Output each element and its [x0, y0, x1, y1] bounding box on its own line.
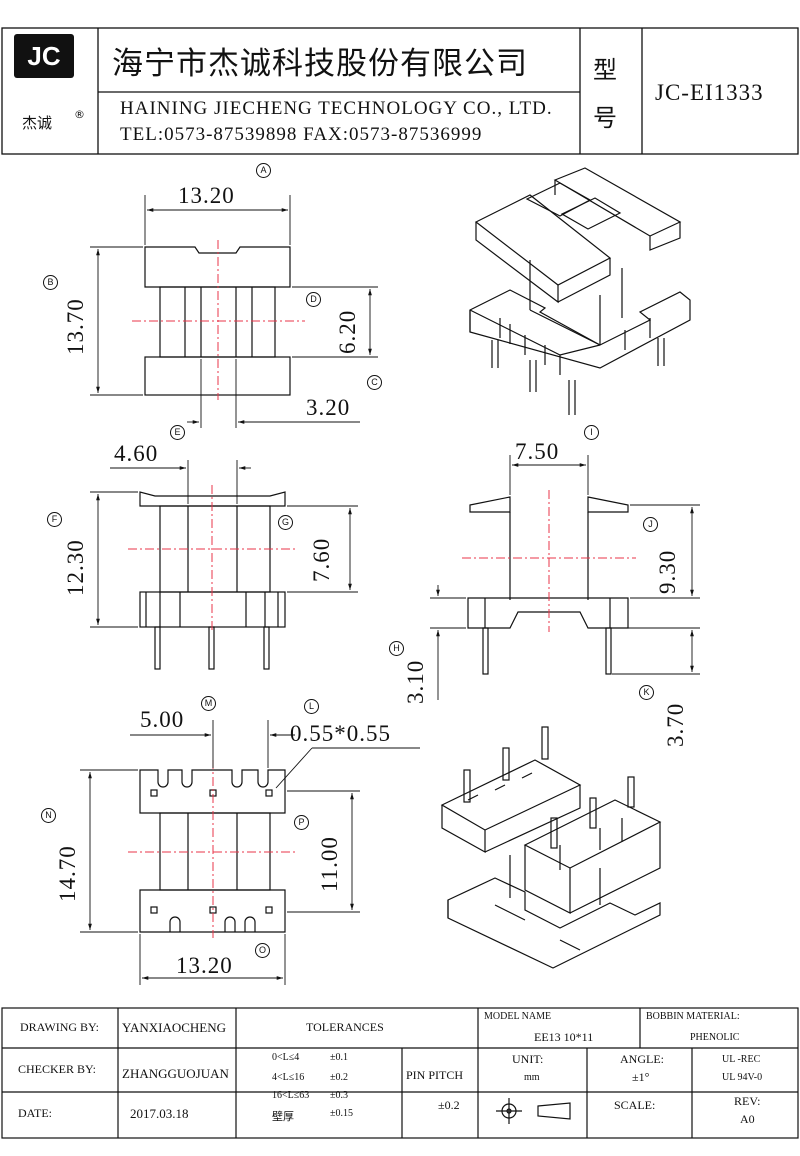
dim-lines-view1 — [90, 195, 378, 428]
title-block-frame — [1, 1007, 799, 1139]
tolerance-range-2: 4<L≤16 — [272, 1072, 305, 1083]
ul-rating: UL 94V-0 — [722, 1072, 763, 1083]
view-bottom — [139, 769, 286, 933]
dimension-h: 3.10 — [403, 659, 428, 704]
dimension-p: 11.00 — [317, 836, 342, 892]
dimension-m: 5.00 — [140, 707, 185, 732]
model-number: JC-EI1333 — [655, 80, 764, 105]
marker-n: N — [41, 808, 56, 823]
dimension-b: 13.70 — [63, 298, 88, 355]
bobbin-material-value: PHENOLIC — [690, 1032, 740, 1043]
tolerances-label: TOLERANCES — [306, 1020, 384, 1034]
marker-g: G — [278, 515, 293, 530]
dim-lines-view3 — [430, 455, 700, 700]
drawing-by-label: DRAWING BY: — [20, 1020, 99, 1034]
date-label: DATE: — [18, 1106, 52, 1120]
unit-label: UNIT: — [512, 1052, 544, 1066]
unit-value: mm — [524, 1072, 540, 1083]
centerline — [128, 760, 298, 938]
centerline — [132, 240, 305, 400]
tolerance-range-4: 壁厚 — [272, 1110, 294, 1123]
logo-mark: JC — [27, 40, 61, 71]
marker-e: E — [170, 425, 185, 440]
checker-by-label: CHECKER BY: — [18, 1062, 96, 1076]
marker-p: P — [294, 815, 309, 830]
rev-label: REV: — [734, 1094, 761, 1108]
header-frame — [1, 27, 799, 155]
marker-j: J — [643, 517, 658, 532]
dimension-k: 3.70 — [663, 702, 688, 747]
model-name-value: EE13 10*11 — [534, 1030, 594, 1044]
tolerance-value-3: ±0.3 — [330, 1090, 348, 1101]
pin-pitch-label: PIN PITCH — [406, 1068, 464, 1082]
dimension-f: 12.30 — [63, 539, 88, 596]
dimension-e: 4.60 — [114, 441, 159, 466]
tolerance-range-1: 0<L≤4 — [272, 1052, 300, 1063]
model-label-1: 型 — [593, 56, 617, 84]
dim-lines-view2 — [90, 460, 358, 628]
company-name-cn: 海宁市杰诚科技股份有限公司 — [112, 46, 528, 82]
dim-lines-view4 — [80, 720, 420, 985]
dimension-j: 9.30 — [655, 549, 680, 594]
angle-value: ±1° — [632, 1070, 650, 1084]
dimension-g: 7.60 — [309, 537, 334, 582]
dimension-c: 3.20 — [306, 395, 351, 420]
marker-o: O — [255, 943, 270, 958]
tolerance-value-1: ±0.1 — [330, 1052, 348, 1063]
tolerance-range-3: 16<L≤63 — [272, 1090, 310, 1101]
view-end-middle — [467, 496, 629, 675]
scale-label: SCALE: — [614, 1098, 656, 1112]
date-value: 2017.03.18 — [130, 1106, 189, 1121]
logo-badge — [14, 34, 74, 78]
tolerance-value-4: ±0.15 — [330, 1108, 353, 1119]
ul-rec: UL -REC — [722, 1054, 761, 1065]
centerline — [128, 485, 298, 632]
drawing-by-value: YANXIAOCHENG — [122, 1020, 226, 1035]
dimension-d: 6.20 — [335, 309, 360, 354]
pin-pitch-tolerance: ±0.2 — [438, 1098, 460, 1112]
dimension-a: 13.20 — [178, 183, 235, 208]
model-name-label: MODEL NAME — [484, 1011, 552, 1022]
company-name-en: HAINING JIECHENG TECHNOLOGY CO., LTD. — [120, 98, 553, 119]
checker-by-value: ZHANGGUOJUAN — [122, 1066, 229, 1081]
view-side-middle — [139, 491, 286, 670]
marker-b: B — [43, 275, 58, 290]
tolerance-value-2: ±0.2 — [330, 1072, 348, 1083]
marker-k: K — [639, 685, 654, 700]
bobbin-material-label: BOBBIN MATERIAL: — [646, 1011, 740, 1022]
rev-value: A0 — [740, 1112, 755, 1126]
dimension-o: 13.20 — [176, 953, 233, 978]
dimension-l: 0.55*0.55 — [290, 721, 391, 746]
dimension-n: 14.70 — [55, 845, 80, 902]
marker-d: D — [306, 292, 321, 307]
angle-label: ANGLE: — [620, 1052, 664, 1066]
centerline — [462, 490, 636, 632]
marker-c: C — [367, 375, 382, 390]
marker-a: A — [256, 163, 271, 178]
marker-m: M — [201, 696, 216, 711]
dimension-i: 7.50 — [515, 439, 560, 464]
marker-l: L — [304, 699, 319, 714]
registered-mark: ® — [74, 108, 85, 121]
company-contact: TEL:0573-87539898 FAX:0573-87536999 — [120, 124, 483, 145]
isometric-view-bottom — [440, 726, 662, 969]
marker-f: F — [47, 512, 62, 527]
marker-h: H — [389, 641, 404, 656]
marker-i: I — [584, 425, 599, 440]
logo-name: 杰诚 — [22, 114, 53, 132]
isometric-view-top — [469, 167, 691, 415]
model-label-2: 号 — [593, 104, 617, 132]
